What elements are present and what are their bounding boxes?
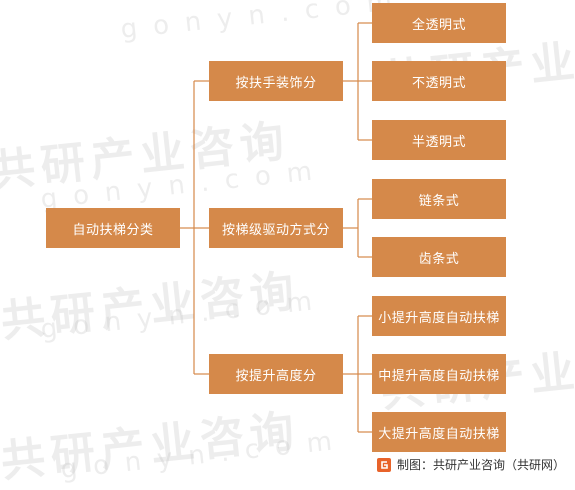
footer: 制图：共研产业咨询（共研网） xyxy=(377,456,565,473)
group-node-drive: 按梯级驱动方式分 xyxy=(209,208,343,248)
leaf-node: 中提升高度自动扶梯 xyxy=(372,354,506,394)
connector-lines xyxy=(180,22,372,433)
leaf-node: 小提升高度自动扶梯 xyxy=(372,296,506,336)
group-node-handrail: 按扶手装饰分 xyxy=(209,61,343,101)
leaf-node: 全透明式 xyxy=(372,3,506,43)
brand-logo-icon xyxy=(377,457,391,472)
leaf-node: 半透明式 xyxy=(372,120,506,160)
group-node-height: 按提升高度分 xyxy=(209,354,343,394)
leaf-node: 齿条式 xyxy=(372,237,506,277)
root-node: 自动扶梯分类 xyxy=(46,208,180,248)
footer-source-text: 制图：共研产业咨询（共研网） xyxy=(397,458,566,472)
leaf-node: 大提升高度自动扶梯 xyxy=(372,412,506,452)
leaf-node: 不透明式 xyxy=(372,61,506,101)
leaf-node: 链条式 xyxy=(372,179,506,219)
